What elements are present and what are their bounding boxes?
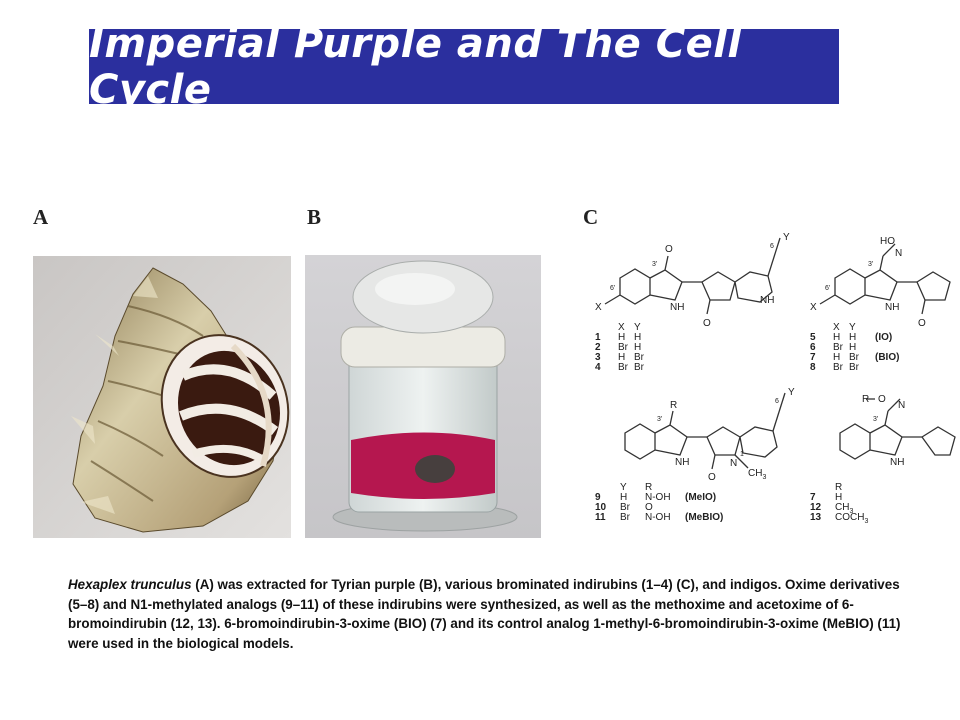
s1-pos6a: 6' — [610, 285, 615, 292]
slide-title: Imperial Purple and The Cell Cycle — [89, 20, 742, 113]
s2-row-x: Br — [833, 362, 844, 373]
s3-table: Y R 9 H N-OH (MeIO) 10 Br O 11 Br N-OH (… — [595, 482, 723, 523]
s1-o-top: O — [665, 244, 673, 255]
s3-o-bottom: O — [708, 472, 716, 483]
title-banner: Imperial Purple and The Cell Cycle — [89, 21, 839, 113]
s2-row-y: Br — [849, 352, 860, 363]
s1-header-y: Y — [634, 322, 641, 333]
s2-pos6: 6' — [825, 285, 830, 292]
s1-row-y: H — [634, 342, 641, 353]
s3-row-r: N-OH — [645, 492, 671, 503]
panel-label-c: C — [583, 205, 599, 229]
s4-row-num: 12 — [810, 502, 822, 513]
s1-row-y: H — [634, 332, 641, 343]
s4-row-num: 13 — [810, 512, 822, 523]
s3-row-note: (MeIO) — [685, 492, 716, 503]
s2-row-y: H — [849, 332, 856, 343]
s1-row-y: Br — [634, 362, 645, 373]
caption-text: (A) was extracted for Tyrian purple (B),… — [68, 577, 901, 651]
s1-table: X Y 1 H H 2 Br H 3 H Br 4 Br Br — [595, 322, 645, 373]
s3-pos3: 3' — [657, 416, 662, 423]
caption-species: Hexaplex trunculus — [68, 577, 192, 592]
s1-row-x: H — [618, 352, 625, 363]
s3-row-y: Br — [620, 502, 631, 513]
s3-y: Y — [788, 387, 795, 398]
s3-row-num: 10 — [595, 502, 607, 513]
s2-n: N — [895, 248, 902, 259]
s4-nh1: NH — [890, 457, 904, 468]
s2-row-x: H — [833, 352, 840, 363]
figure-caption: Hexaplex trunculus (A) was extracted for… — [68, 575, 908, 653]
s1-row-x: Br — [618, 342, 629, 353]
dye-jar-photo — [305, 255, 541, 538]
s3-row-y: H — [620, 492, 627, 503]
s3-pos6: 6 — [775, 398, 779, 405]
s1-pos3: 3' — [652, 261, 657, 268]
s1-x: X — [595, 302, 602, 313]
s2-ho: HO — [880, 236, 895, 247]
s3-row-num: 11 — [595, 512, 606, 523]
s2-table: X Y 5 H H (IO) 6 Br H 7 H Br (BIO) 8 Br … — [810, 322, 899, 373]
s1-pos6b: 6 — [770, 243, 774, 250]
s3-header-r: R — [645, 482, 652, 493]
s3-r: R — [670, 400, 677, 411]
s2-row-x: Br — [833, 342, 844, 353]
s1-row-y: Br — [634, 352, 645, 363]
s1-row-num: 3 — [595, 352, 601, 363]
s2-row-num: 8 — [810, 362, 816, 373]
s1-y: Y — [783, 232, 790, 243]
s3-nh1: NH — [675, 457, 689, 468]
s2-row-num: 5 — [810, 332, 816, 343]
s2-header-x: X — [833, 322, 840, 333]
s2-row-num: 6 — [810, 342, 816, 353]
s2-row-note: (IO) — [875, 332, 892, 343]
s2-row-num: 7 — [810, 352, 816, 363]
s2-row-y: Br — [849, 362, 860, 373]
s4-o: O — [878, 394, 886, 405]
s1-row-num: 2 — [595, 342, 601, 353]
s2-row-y: H — [849, 342, 856, 353]
s4-table: R 7 H 12 CH3 13 COCH3 — [810, 482, 868, 525]
chemical-structures: O O NH NH X Y 3' 6' 6 X Y 1 H H 2 Br H 3… — [595, 232, 956, 525]
panel-label-b: B — [307, 205, 322, 229]
s1-nh1: NH — [670, 302, 684, 313]
s4-row-r: H — [835, 492, 842, 503]
s1-row-num: 1 — [595, 332, 601, 343]
s2-header-y: Y — [849, 322, 856, 333]
s4-header-r: R — [835, 482, 842, 493]
s3-row-note: (MeBIO) — [685, 512, 723, 523]
shell-photo — [33, 256, 291, 538]
s4-r: R — [862, 394, 869, 405]
s3-ch3: CH3 — [748, 468, 766, 481]
s1-o-bottom: O — [703, 318, 711, 329]
s2-x: X — [810, 302, 817, 313]
s1-nh2: NH — [760, 295, 774, 306]
s2-row-note: (BIO) — [875, 352, 899, 363]
s4-pos3: 3' — [873, 416, 878, 423]
panel-label-a: A — [33, 205, 49, 229]
s2-nh1: NH — [885, 302, 899, 313]
s3-row-r: N-OH — [645, 512, 671, 523]
s3-pos1: 1 — [740, 451, 744, 458]
s1-row-x: H — [618, 332, 625, 343]
s2-row-x: H — [833, 332, 840, 343]
s1-row-num: 4 — [595, 362, 601, 373]
s2-pos3: 3' — [868, 261, 873, 268]
s4-n: N — [898, 400, 905, 411]
s4-row-num: 7 — [810, 492, 816, 503]
s3-row-num: 9 — [595, 492, 601, 503]
s3-header-y: Y — [620, 482, 627, 493]
s1-row-x: Br — [618, 362, 629, 373]
s4-row-r: CH3 — [835, 502, 853, 515]
s2-o-bottom: O — [918, 318, 926, 329]
s3-row-r: O — [645, 502, 653, 513]
s1-header-x: X — [618, 322, 625, 333]
s4-row-r: COCH3 — [835, 512, 868, 525]
s3-row-y: Br — [620, 512, 631, 523]
s3-n1: N — [730, 458, 737, 469]
